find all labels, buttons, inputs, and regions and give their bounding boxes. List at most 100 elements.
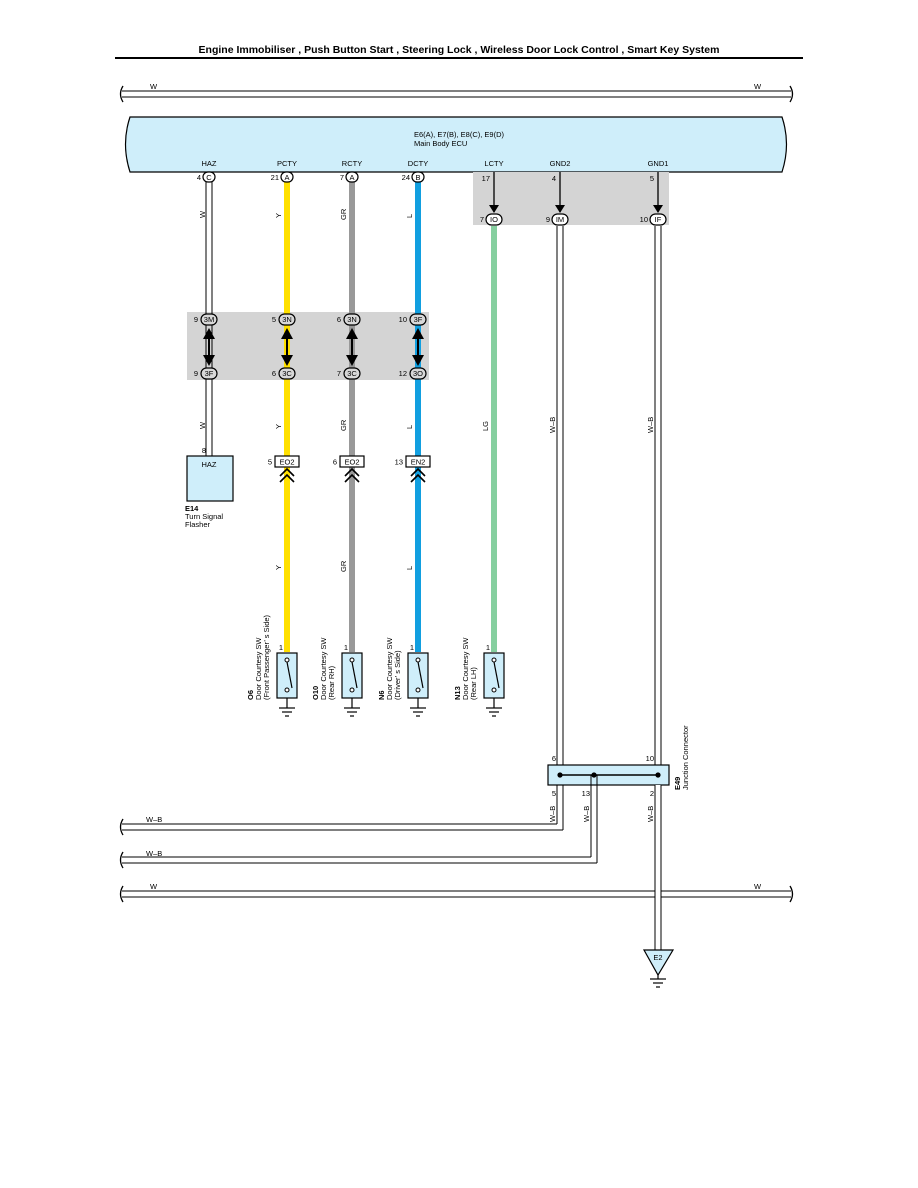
switch-code-o10: O10 (311, 686, 320, 700)
switch-line1-n6: Door Courtesy SW (385, 637, 394, 700)
ground-e2: E2 (642, 949, 675, 988)
wire-label-pcty-lower: Y (274, 565, 283, 570)
door-switch-o10: 1 O10 Door Courtesy SW (Rear RH) (311, 637, 363, 717)
turn-signal-flasher: 8 HAZ E14 Turn Signal Flasher (185, 446, 234, 529)
top-w-wire: W W (119, 82, 794, 103)
inner-conn-im-pin: 9 (546, 215, 550, 224)
door-switch-n13: 1 N13 Door Courtesy SW (Rear LH) (453, 637, 505, 717)
ecu-pin-num-dcty: 24 (402, 173, 410, 182)
ecu-terminal-rcty: RCTY (342, 159, 362, 168)
switch-pin-n13: 1 (486, 643, 490, 652)
jb-top-pin-2: 5 (272, 315, 276, 324)
jb-top-code-3: 3N (347, 315, 357, 324)
jb-bot-pin-1: 9 (194, 369, 198, 378)
e49-name: Junction Connector (681, 725, 690, 790)
page-title: Engine Immobiliser , Push Button Start ,… (198, 44, 720, 56)
jb-top-pin-1: 9 (194, 315, 198, 324)
bus-wire-labels: W–B W–B W W W–B W–B W–B (146, 806, 762, 891)
ecu-terminal-pcty: PCTY (277, 159, 297, 168)
ecu-pin-num-rcty: 7 (340, 173, 344, 182)
inline-conn-code-1: EO2 (279, 458, 294, 467)
junction-top-connectors: 3M 9 3N 5 3N 6 3F 10 (194, 313, 427, 326)
junction-connector-e49: 6 10 5 13 2 E49 Junction Connector (547, 725, 690, 798)
inner-connectors: IO 7 IM 9 IF 10 (480, 213, 667, 226)
wire-label-rcty-lower: GR (339, 560, 348, 572)
flasher-code: E14 (185, 504, 199, 513)
wire-label-dcty-upper: L (405, 214, 414, 218)
ecu-box (124, 116, 788, 173)
ecu-terminal-gnd2: GND2 (550, 159, 571, 168)
wire-label-dcty-lower: L (405, 566, 414, 570)
switch-code-n13: N13 (453, 686, 462, 700)
flasher-name-line1: Turn Signal (185, 512, 223, 521)
wire-label-haz-upper: W (198, 210, 207, 218)
inner-conn-io-pin: 7 (480, 215, 484, 224)
switch-line1-o10: Door Courtesy SW (319, 637, 328, 700)
jb-bot-pin-2: 6 (272, 369, 276, 378)
inner-conn-if-pin: 10 (640, 215, 648, 224)
jb-top-pin-4: 10 (399, 315, 407, 324)
switch-line1-o6: Door Courtesy SW (254, 637, 263, 700)
ecu-pins: C 4 A 21 A 7 B 24 17 4 5 (197, 171, 654, 183)
wire-label-pcty-mid: Y (274, 424, 283, 429)
ecu-terminal-dcty: DCTY (408, 159, 428, 168)
lower-bus-wires (119, 775, 794, 950)
jb-top-code-4: 3F (414, 315, 423, 324)
switch-code-o6: O6 (246, 690, 255, 700)
top-wire-left-label: W (150, 82, 158, 91)
ecu-pin-num-lcty: 17 (482, 174, 490, 183)
switch-pin-o10: 1 (344, 643, 348, 652)
ecu-pin-num-gnd1: 5 (650, 174, 654, 183)
jb-bot-code-4: 3O (413, 369, 423, 378)
jb-bot-pin-3: 7 (337, 369, 341, 378)
inner-conn-if: IF (655, 215, 662, 224)
ecu-pin-num-pcty: 21 (271, 173, 279, 182)
bottom-wire-label-1: W–B (548, 806, 557, 822)
wire-label-pcty-upper: Y (274, 213, 283, 218)
ecu-pin-num-haz: 4 (197, 173, 201, 182)
ecu-terminal-haz: HAZ (202, 159, 217, 168)
wire-label-lcty-mid: LG (481, 421, 490, 431)
junction-block (187, 312, 429, 380)
jb-top-code-1: 3M (204, 315, 214, 324)
jb-bot-code-3: 3C (347, 369, 357, 378)
wire-label-rcty-mid: GR (339, 419, 348, 431)
switch-line1-n13: Door Courtesy SW (461, 637, 470, 700)
wire-label-gnd2-mid: W–B (548, 417, 557, 433)
wire-label-dcty-mid: L (405, 425, 414, 429)
switch-line2-o10: (Rear RH) (327, 665, 336, 700)
e49-bottom-pin-3: 2 (650, 789, 654, 798)
inline-connectors: EO2 5 EO2 6 EN2 13 (268, 455, 431, 483)
bus-wire-1-label: W–B (146, 815, 162, 824)
ecu-pin-conn-haz: C (206, 173, 212, 182)
bottom-wire-label-2: W–B (582, 806, 591, 822)
bus-wire-3-left-label: W (150, 882, 158, 891)
main-body-ecu: E6(A), E7(B), E8(C), E9(D) Main Body ECU… (124, 116, 788, 173)
flasher-inner-label: HAZ (202, 460, 217, 469)
flasher-box (186, 455, 234, 502)
jb-bot-code-2: 3C (282, 369, 292, 378)
flasher-pin: 8 (202, 446, 206, 455)
ground-triangle (642, 949, 675, 977)
switch-line2-n13: (Rear LH) (469, 667, 478, 700)
switch-line2-o6: (Front Passenger’ s Side) (262, 614, 271, 700)
e49-bottom-pin-2: 13 (582, 789, 590, 798)
jb-top-pin-3: 6 (337, 315, 341, 324)
bus-wire-2-label: W–B (146, 849, 162, 858)
inline-conn-pin-2: 6 (333, 458, 337, 467)
mid-wire-labels: W Y GR L LG W–B W–B (198, 417, 655, 433)
wires (205, 172, 663, 765)
inline-conn-pin-3: 13 (395, 458, 403, 467)
e49-top-pin-2: 10 (646, 754, 654, 763)
jb-top-code-2: 3N (282, 315, 292, 324)
ecu-ground-block (473, 172, 669, 225)
switch-pin-n6: 1 (410, 643, 414, 652)
bottom-wire-label-3: W–B (646, 806, 655, 822)
title-rule (115, 57, 803, 59)
wire-label-rcty-upper: GR (339, 208, 348, 220)
door-switch-o6: 1 O6 Door Courtesy SW (Front Passenger’ … (246, 614, 298, 717)
wire-label-gnd1-mid: W–B (646, 417, 655, 433)
ecu-pin-conn-rcty: A (349, 173, 354, 182)
inline-conn-pin-1: 5 (268, 458, 272, 467)
